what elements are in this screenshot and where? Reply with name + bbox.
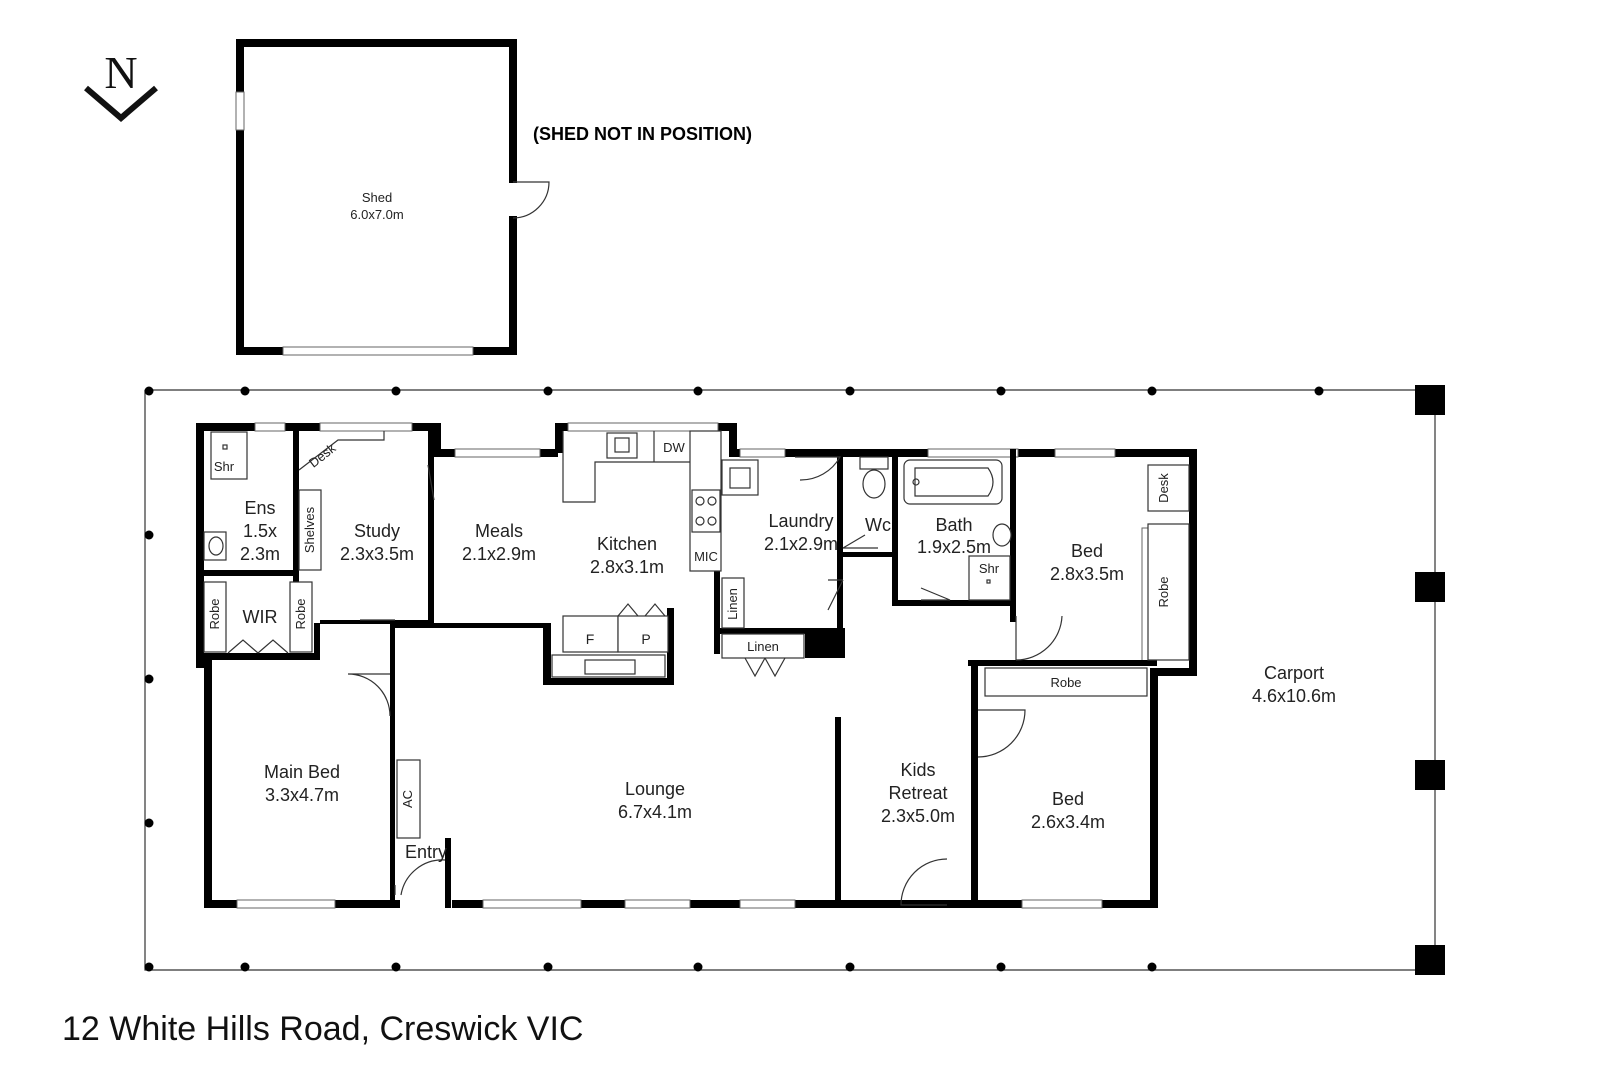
- verandah-outline: [144, 389, 1436, 971]
- north-arrow-icon: N: [84, 47, 158, 122]
- bed3-name: Bed: [1052, 789, 1084, 809]
- meals-size: 2.1x2.9m: [462, 544, 536, 564]
- interior-walls: [196, 423, 1157, 908]
- bath-name: Bath: [935, 515, 972, 535]
- property-address: 12 White Hills Road, Creswick VIC: [62, 1010, 584, 1048]
- kitchen-fridge-label: F: [586, 631, 595, 647]
- bed3-size: 2.6x3.4m: [1031, 812, 1105, 832]
- ens-size-a: 1.5x: [243, 521, 277, 541]
- kitchen-pantry-label: P: [641, 631, 650, 647]
- laundry-linen-vertical-label: Linen: [725, 588, 740, 620]
- shed-label: Shed: [362, 190, 392, 205]
- laundry-linen-horizontal-label: Linen: [747, 639, 779, 654]
- meals-name: Meals: [475, 521, 523, 541]
- wc-name: Wc: [865, 515, 891, 535]
- carport-size: 4.6x10.6m: [1252, 686, 1336, 706]
- bed2-name: Bed: [1071, 541, 1103, 561]
- kids-retreat-name-b: Retreat: [888, 783, 947, 803]
- kids-retreat-name-a: Kids: [900, 760, 935, 780]
- kids-retreat-size: 2.3x5.0m: [881, 806, 955, 826]
- kitchen-name: Kitchen: [597, 534, 657, 554]
- bed2-size: 2.8x3.5m: [1050, 564, 1124, 584]
- main-bed-size: 3.3x4.7m: [265, 785, 339, 805]
- lounge-size: 6.7x4.1m: [618, 802, 692, 822]
- laundry-size: 2.1x2.9m: [764, 534, 838, 554]
- room-labels: Ens 1.5x 2.3m WIR Study 2.3x3.5m Meals 2…: [240, 498, 1336, 862]
- ens-size-b: 2.3m: [240, 544, 280, 564]
- lounge-ac-label: AC: [400, 790, 415, 808]
- bath-shower-label: Shr: [979, 561, 1000, 576]
- bed2-desk-label: Desk: [1156, 473, 1171, 503]
- fixtures: Shr Robe Robe Desk Shelves DW MIC F P: [203, 430, 1190, 839]
- study-size: 2.3x3.5m: [340, 544, 414, 564]
- bed2-robe-label: Robe: [1156, 576, 1171, 607]
- verandah-posts: [144, 386, 1324, 972]
- kitchen-size: 2.8x3.1m: [590, 557, 664, 577]
- carport-name: Carport: [1264, 663, 1324, 683]
- main-bed-name: Main Bed: [264, 762, 340, 782]
- svg-text:N: N: [104, 47, 137, 98]
- study-desk-label: Desk: [306, 440, 339, 470]
- entry-name: Entry: [405, 842, 447, 862]
- shed-note: (SHED NOT IN POSITION): [533, 124, 752, 144]
- study-shelves-label: Shelves: [302, 506, 317, 553]
- wir-robe-left-label: Robe: [207, 598, 222, 629]
- study-name: Study: [354, 521, 400, 541]
- shed-size: 6.0x7.0m: [350, 207, 403, 222]
- carport-pillars: [1415, 385, 1445, 975]
- ens-name: Ens: [244, 498, 275, 518]
- wir-name: WIR: [243, 607, 278, 627]
- kitchen-dw-label: DW: [663, 440, 685, 455]
- bed3-robe-label: Robe: [1050, 675, 1081, 690]
- kitchen-mic-label: MIC: [694, 549, 718, 564]
- doors: [347, 456, 1063, 906]
- lounge-name: Lounge: [625, 779, 685, 799]
- bath-size: 1.9x2.5m: [917, 537, 991, 557]
- ens-shower-label: Shr: [214, 459, 235, 474]
- windows: [236, 422, 1151, 909]
- laundry-name: Laundry: [768, 511, 833, 531]
- wir-robe-right-label: Robe: [293, 598, 308, 629]
- shed: Shed 6.0x7.0m: [235, 39, 550, 356]
